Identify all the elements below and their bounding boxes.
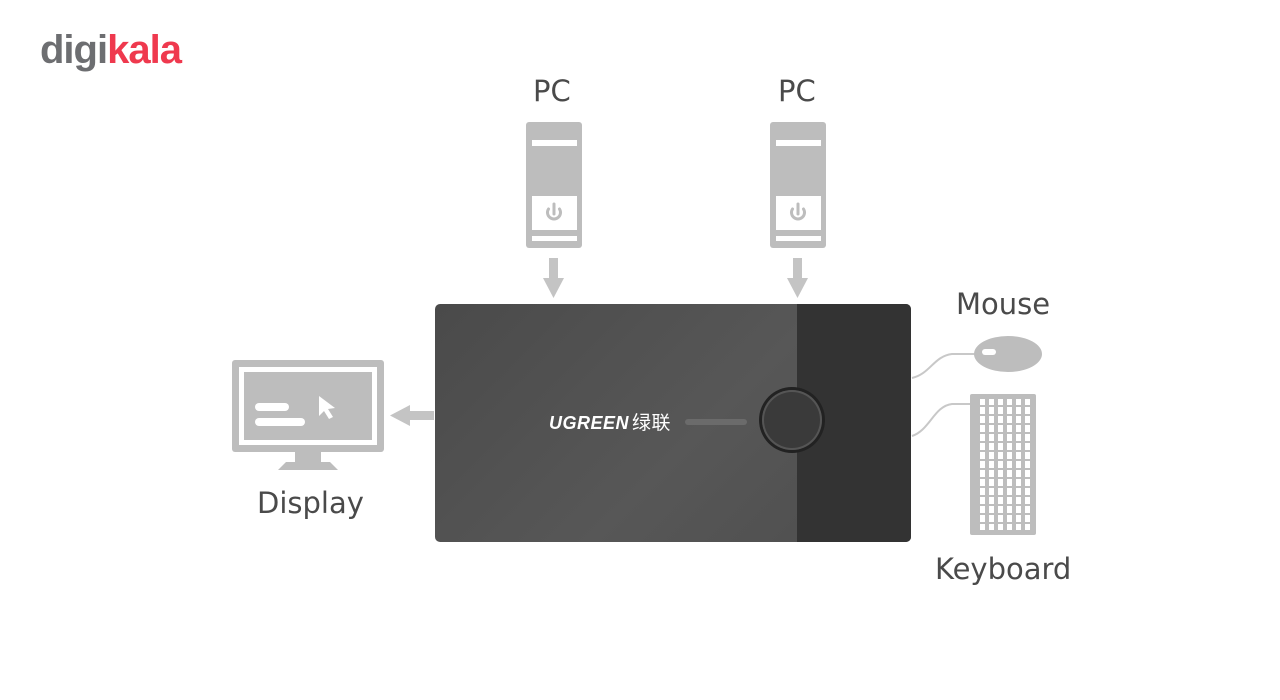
brand-name-cn: 绿联 (632, 413, 672, 434)
peripheral-cables (911, 353, 976, 437)
logo-part-kala: kala (107, 28, 182, 72)
logo-part-digi: digi (40, 28, 108, 72)
digikala-logo[interactable]: digikala (40, 26, 182, 74)
pc-tower-icon (526, 122, 582, 298)
mouse-icon (974, 336, 1042, 372)
arrow-down-icon (787, 258, 808, 298)
mouse-label: Mouse (956, 287, 1051, 321)
monitor-icon (232, 360, 434, 470)
arrow-left-icon (390, 405, 434, 426)
arrow-down-icon (543, 258, 564, 298)
led-indicator (685, 419, 747, 425)
display-label: Display (257, 486, 364, 520)
pc2-label: PC (778, 74, 816, 108)
keyboard-icon (970, 394, 1036, 535)
pc-tower-icon (770, 122, 826, 298)
brand-name: UGREEN (549, 413, 630, 433)
switch-button[interactable] (762, 390, 822, 450)
keyboard-label: Keyboard (935, 552, 1072, 586)
pc1-label: PC (533, 74, 571, 108)
